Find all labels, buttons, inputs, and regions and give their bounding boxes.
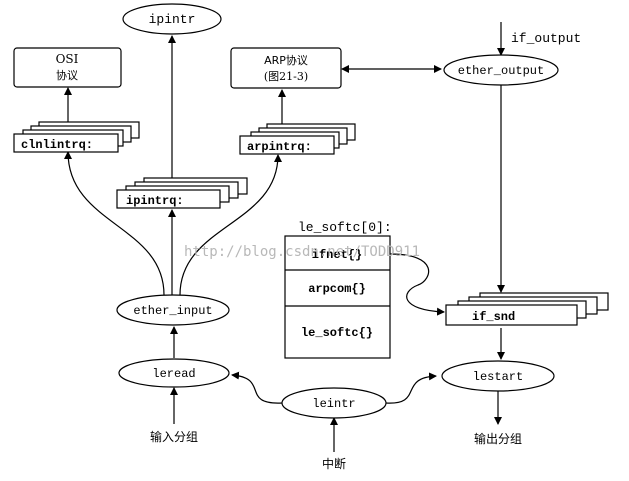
ether-output-label: ether_output	[458, 64, 544, 78]
ipintrq-queue: ipintrq:	[116, 177, 248, 209]
arp-figure-ref: (图21-3)	[264, 70, 308, 83]
osi-protocol-label: 协议	[56, 68, 78, 82]
edge-leintr-to-lestart	[385, 372, 437, 404]
osi-protocol-box: OSI 协议	[13, 47, 122, 88]
edge-ifnet-to-if-snd	[389, 253, 445, 316]
ifnet-label: ifnet{}	[312, 248, 362, 262]
if-snd-queue: if_snd	[445, 292, 609, 326]
edge-ether-input-to-arpintrq	[179, 154, 282, 296]
output-packets-label: 输出分组	[474, 431, 522, 446]
interrupt-label: 中断	[322, 456, 346, 471]
if-output-label: if_output	[511, 31, 581, 46]
input-packets-label: 输入分组	[150, 429, 198, 444]
clnlintrq-label: clnlintrq:	[21, 138, 93, 152]
leread-label: leread	[152, 367, 195, 381]
edge-leintr-to-leread	[231, 371, 283, 404]
clnlintrq-queue: clnlintrq:	[13, 121, 140, 153]
arpcom-label: arpcom{}	[308, 282, 366, 296]
ipintrq-label: ipintrq:	[126, 194, 184, 208]
arp-protocol-box: ARP协议 (图21-3)	[230, 47, 342, 89]
lestart-label: lestart	[473, 370, 523, 384]
ipintr-label: ipintr	[149, 12, 196, 27]
lestart-node: lestart	[441, 360, 555, 392]
leintr-label: leintr	[312, 397, 355, 411]
arpintrq-label: arpintrq:	[247, 140, 312, 154]
le-softc-label: le_softc{}	[301, 326, 373, 340]
ether-output-node: ether_output	[443, 54, 559, 86]
if-snd-label: if_snd	[472, 310, 515, 324]
watermark: http://blog.csdn.net/TODD911	[184, 244, 420, 260]
arp-label: ARP协议	[264, 53, 308, 67]
edge-ether-input-to-clnlintrq	[64, 151, 165, 296]
arpintrq-queue: arpintrq:	[239, 123, 356, 155]
osi-label: OSI	[56, 52, 79, 66]
leread-node: leread	[118, 358, 230, 388]
le-softc-title: le_softc[0]:	[298, 220, 392, 235]
ether-input-node: ether_input	[116, 294, 230, 326]
ipintr-node: ipintr	[122, 3, 222, 35]
connectors	[64, 22, 505, 452]
le-softc-structure: ifnet{} arpcom{} le_softc{}	[284, 235, 391, 359]
leintr-node: leintr	[281, 387, 387, 419]
ether-input-label: ether_input	[133, 304, 212, 318]
